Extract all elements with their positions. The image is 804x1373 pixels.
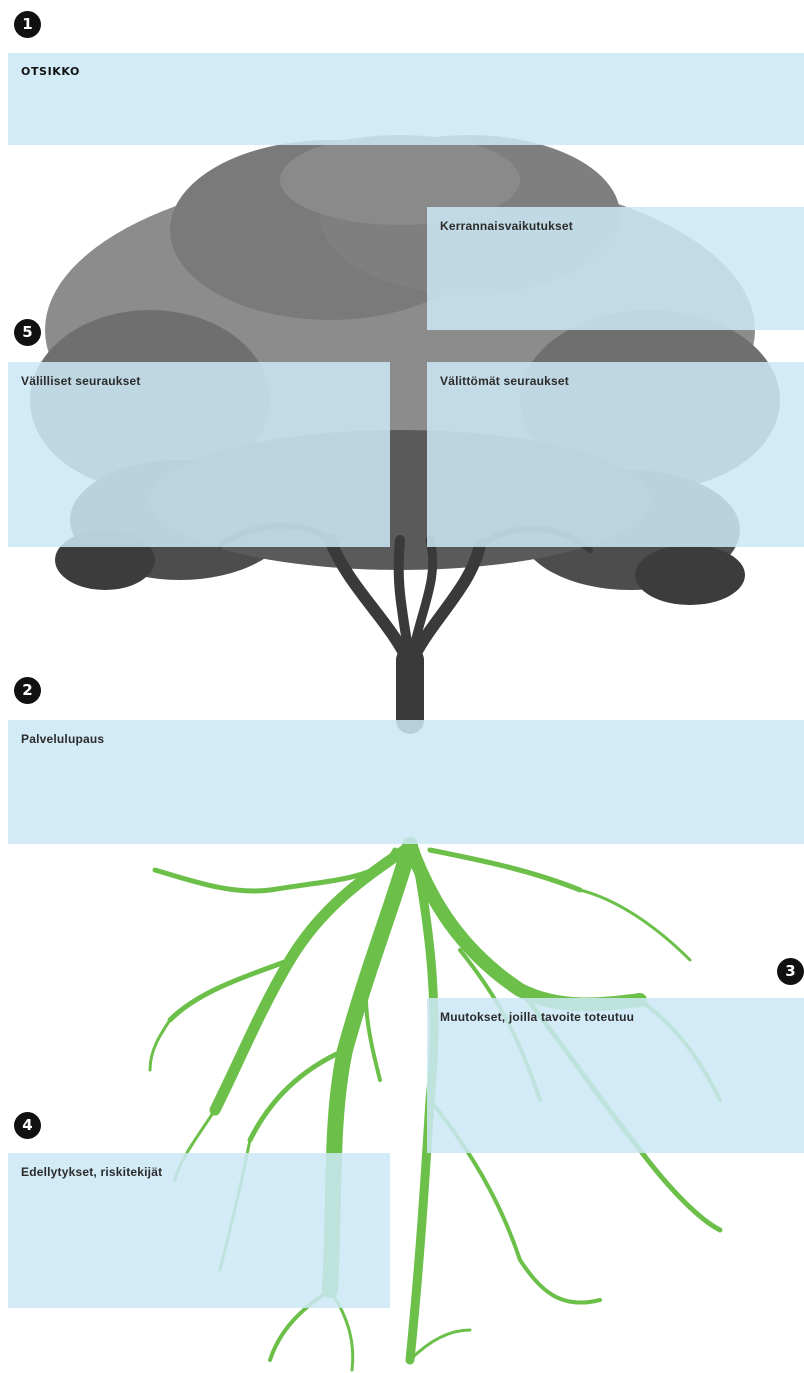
step-badge-5: 5: [14, 319, 41, 346]
step-badge-1: 1: [14, 11, 41, 38]
page-title: OTSIKKO: [21, 65, 791, 78]
panel-label: Kerrannaisvaikutukset: [440, 219, 791, 233]
panel-label: Edellytykset, riskitekijät: [21, 1165, 377, 1179]
panel-label: Välilliset seuraukset: [21, 374, 377, 388]
panel-valilliset-seuraukset[interactable]: Välilliset seuraukset: [8, 362, 390, 547]
title-panel[interactable]: OTSIKKO: [8, 53, 804, 145]
panel-palvelulupaus[interactable]: Palvelulupaus: [8, 720, 804, 844]
step-badge-4: 4: [14, 1112, 41, 1139]
panel-valittomat-seuraukset[interactable]: Välittömät seuraukset: [427, 362, 804, 547]
panel-label: Välittömät seuraukset: [440, 374, 791, 388]
panel-kerrannaisvaikutukset[interactable]: Kerrannaisvaikutukset: [427, 207, 804, 330]
step-badge-2: 2: [14, 677, 41, 704]
panel-label: Muutokset, joilla tavoite toteutuu: [440, 1010, 791, 1024]
panel-muutokset[interactable]: Muutokset, joilla tavoite toteutuu: [427, 998, 804, 1153]
step-badge-3: 3: [777, 958, 804, 985]
panel-label: Palvelulupaus: [21, 732, 791, 746]
panel-edellytykset[interactable]: Edellytykset, riskitekijät: [8, 1153, 390, 1308]
